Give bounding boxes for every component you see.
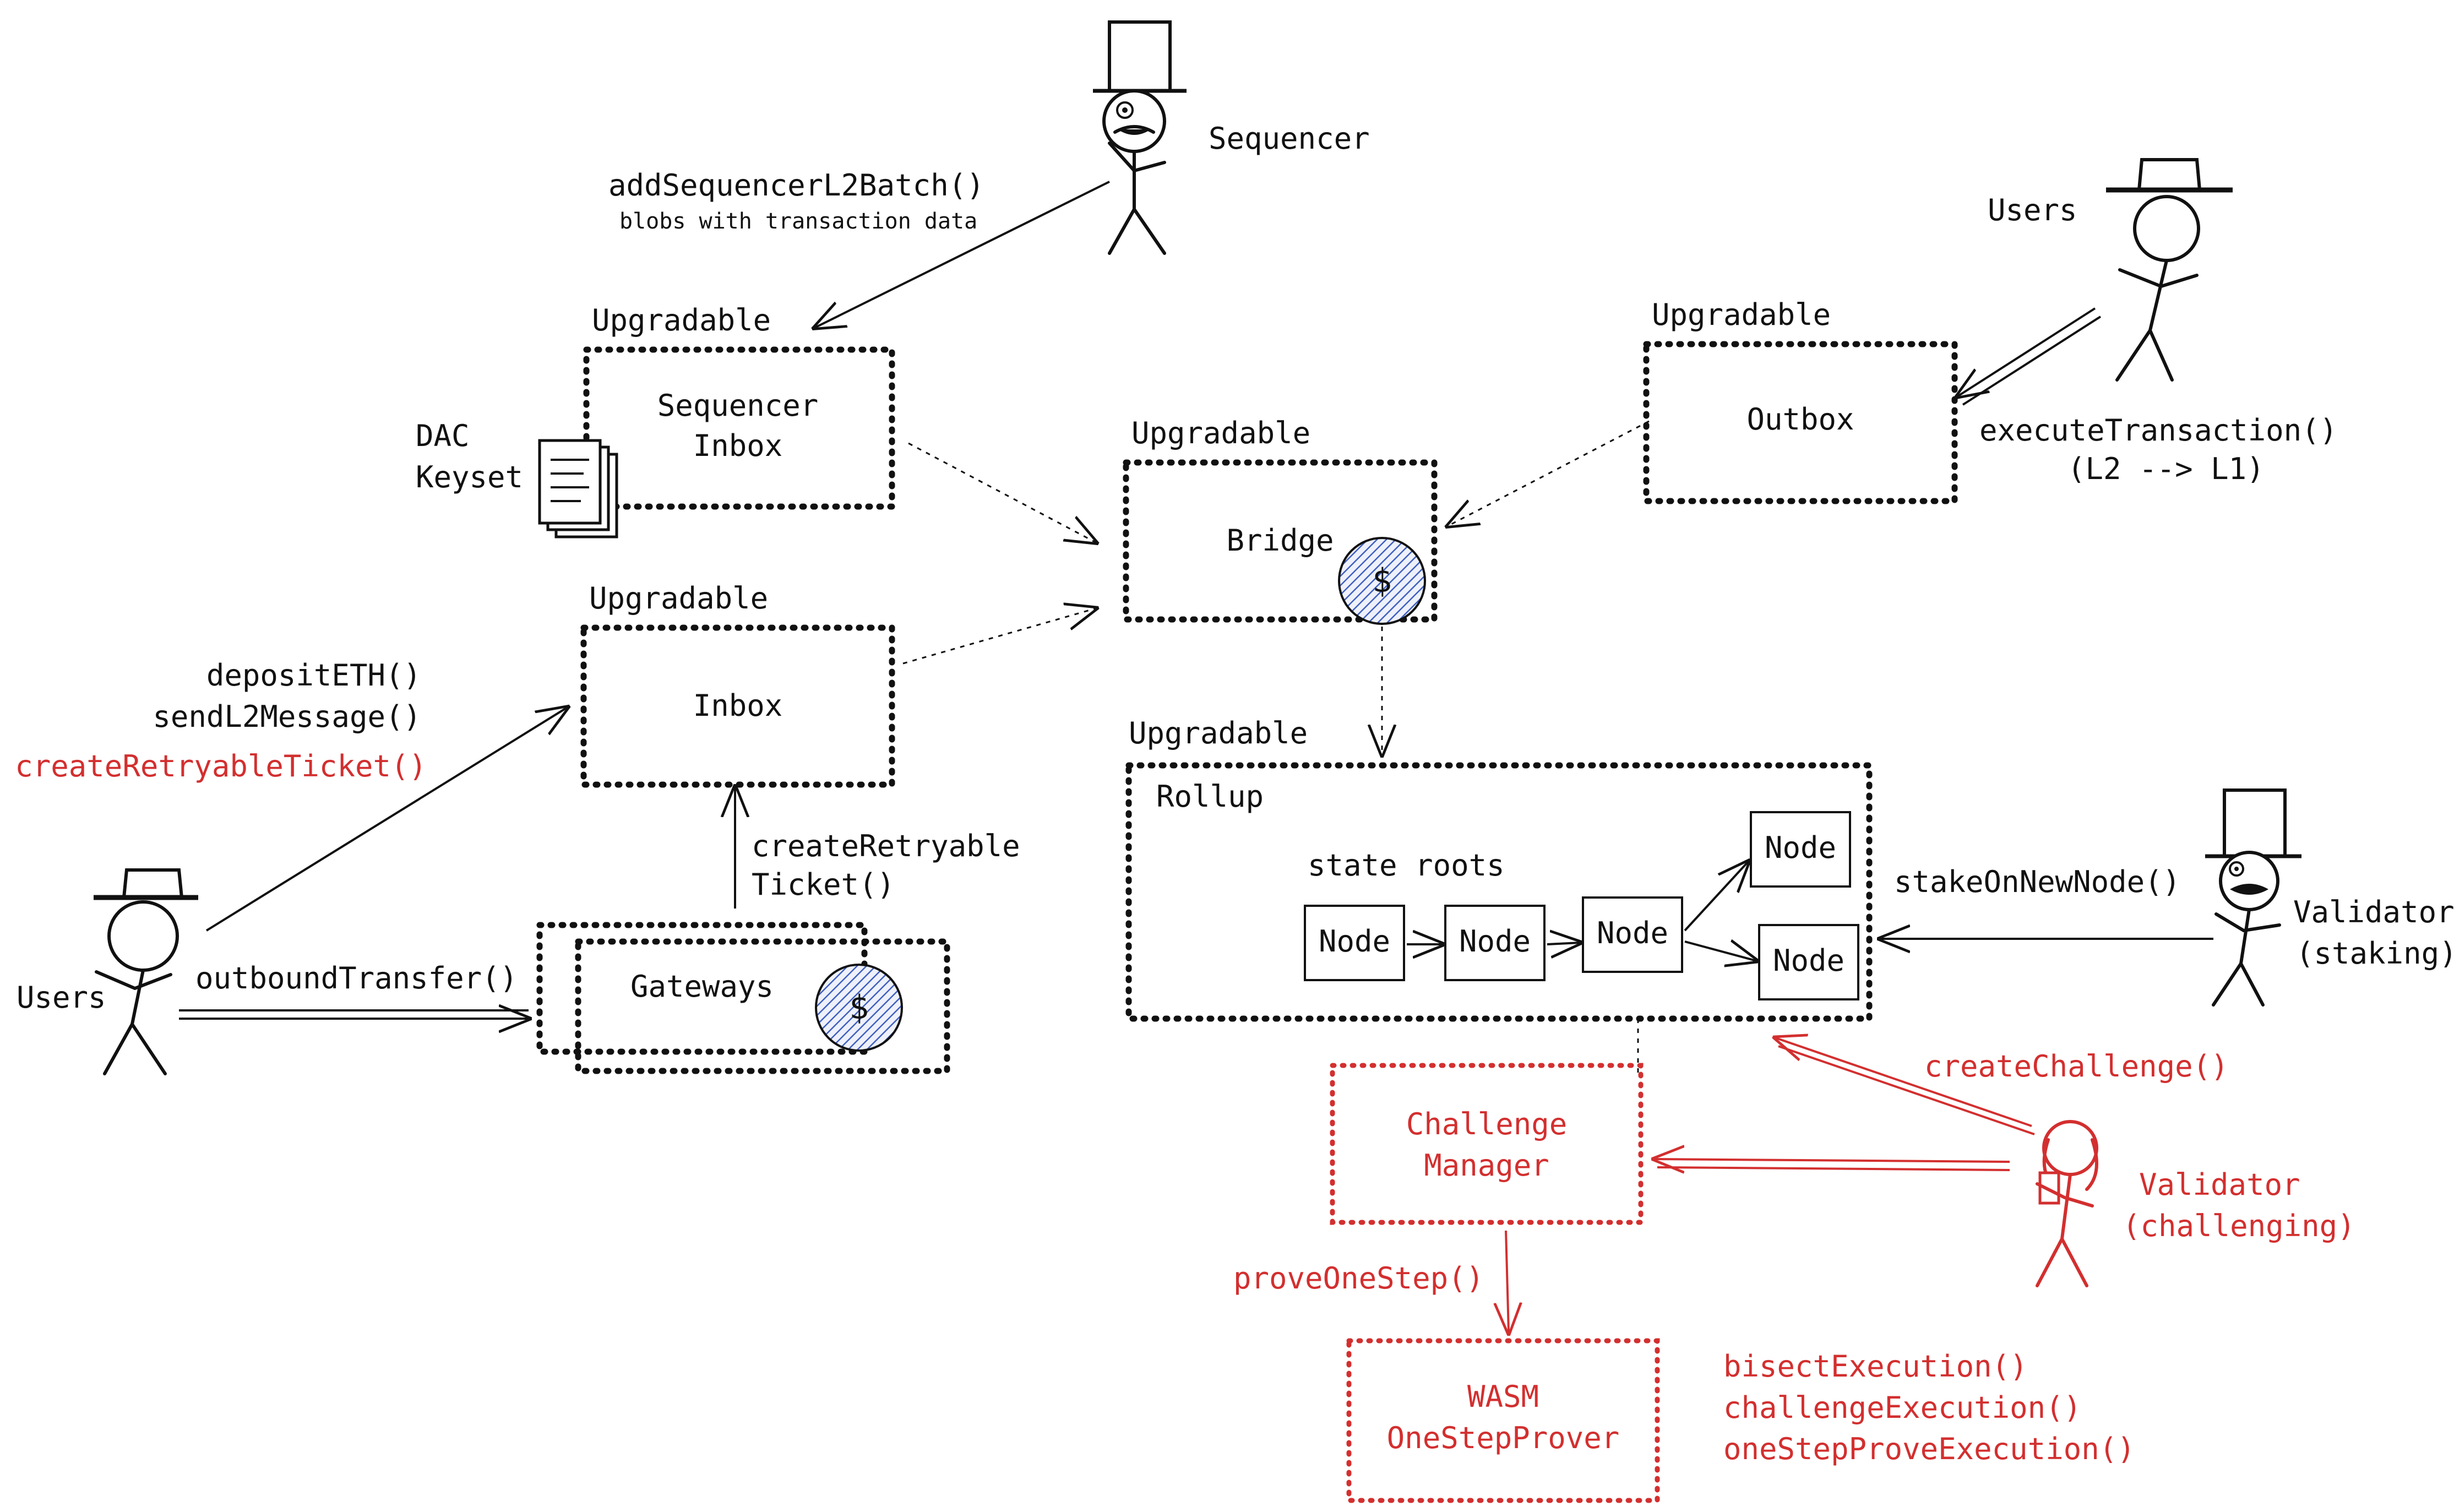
inbox-title: Inbox xyxy=(693,688,783,723)
dac-label: DAC xyxy=(416,418,470,453)
sequencer-figure: Sequencer xyxy=(1093,20,1370,255)
deposit-arrow xyxy=(205,708,567,932)
users-top-figure: Users xyxy=(1988,158,2233,382)
bridge-title: Bridge xyxy=(1226,523,1334,558)
upgradable-tag: Upgradable xyxy=(1131,416,1310,450)
add-batch-note: blobs with transaction data xyxy=(619,209,977,234)
outbox-box: Upgradable Outbox xyxy=(1643,297,1958,504)
stake-label: stakeOnNewNode() xyxy=(1894,864,2180,899)
create-retryable-gw-label-line2: Ticket() xyxy=(752,867,895,902)
validator-challenging-figure: Validator (challenging) xyxy=(2036,1120,2355,1287)
create-retryable-label: createRetryableTicket() xyxy=(15,749,427,784)
bridge-coin-icon: $ xyxy=(1338,537,1426,625)
node-fork-arrow xyxy=(1684,862,1748,932)
coin-symbol: $ xyxy=(849,988,869,1027)
deposit-eth-label: depositETH() xyxy=(206,658,421,693)
challenge-calls-arrow xyxy=(1655,1159,2010,1162)
create-challenge-label: createChallenge() xyxy=(1924,1049,2229,1084)
send-l2-message-label: sendL2Message() xyxy=(153,699,421,734)
users-top-label: Users xyxy=(1988,193,2077,227)
add-batch-arrow xyxy=(815,181,1110,328)
rollup-box: Upgradable Rollup state roots Node Node … xyxy=(1125,716,1873,1022)
upgradable-tag: Upgradable xyxy=(1652,297,1831,332)
upgradable-tag: Upgradable xyxy=(592,303,771,338)
execute-tx-label: executeTransaction() xyxy=(1979,413,2337,448)
node-label: Node xyxy=(1597,916,1668,950)
upgradable-tag: Upgradable xyxy=(589,581,768,616)
rollup-node: Node xyxy=(1750,811,1851,888)
sequencer-label: Sequencer xyxy=(1209,121,1370,156)
prove-one-step-label: proveOneStep() xyxy=(1233,1261,1484,1296)
outbound-transfer-label: outboundTransfer() xyxy=(195,961,518,996)
wasm-osp-title: WASM xyxy=(1467,1379,1539,1414)
execute-tx-arrow xyxy=(1957,307,2096,396)
sequencer-inbox-title-line2: Inbox xyxy=(693,428,783,463)
execute-tx-arrow-shadow xyxy=(1962,316,2102,406)
one-step-prove-execution-label: oneStepProveExecution() xyxy=(1723,1432,2135,1466)
node-fork-arrow xyxy=(1684,942,1756,961)
node-label: Node xyxy=(1459,924,1531,959)
challenge-manager-title: Challenge xyxy=(1406,1107,1568,1141)
validator-challenging-label: Validator xyxy=(2139,1167,2300,1202)
challenge-manager-box: Challenge Manager xyxy=(1330,1063,1644,1225)
sequencer-inbox-title: Sequencer xyxy=(657,388,819,423)
node-link-arrow xyxy=(1547,943,1580,944)
coin-symbol: $ xyxy=(1372,562,1392,600)
state-roots-label: state roots xyxy=(1308,848,1505,883)
sequencer-inbox-box: Upgradable Sequencer Inbox xyxy=(583,303,895,510)
gateways-coin-icon: $ xyxy=(815,964,903,1052)
validator-staking-figure: Validator (staking) xyxy=(2205,788,2454,1007)
rollup-node: Node xyxy=(1758,924,1859,1000)
upgradable-tag: Upgradable xyxy=(1129,716,1308,750)
prove-one-step-arrow xyxy=(1506,1230,1509,1332)
node-label: Node xyxy=(1773,943,1844,978)
add-batch-label: addSequencerL2Batch() xyxy=(608,168,984,203)
gateways-title: Gateways xyxy=(630,969,774,1004)
outbox-title: Outbox xyxy=(1746,402,1854,437)
dac-keyset: DAC Keyset xyxy=(416,418,618,539)
node-label: Node xyxy=(1319,924,1390,959)
wasm-osp-box: WASM OneStepProver xyxy=(1346,1338,1660,1503)
gateways-box: Gateways $ xyxy=(536,922,950,1074)
inbox-box: Upgradable Inbox xyxy=(580,581,895,788)
create-challenge-arrow xyxy=(1776,1038,2032,1127)
bisect-execution-label: bisectExecution() xyxy=(1723,1349,2028,1384)
wasm-osp-title-line2: OneStepProver xyxy=(1387,1421,1620,1455)
validator-staking-label: Validator xyxy=(2293,895,2454,929)
execute-tx-direction: (L2 --> L1) xyxy=(2067,452,2265,486)
keyset-label: Keyset xyxy=(416,460,523,494)
outbox-to-bridge-arrow xyxy=(1448,420,1650,526)
users-left-label: Users xyxy=(17,980,106,1015)
challenge-calls-arrow-shadow xyxy=(1657,1166,2010,1171)
users-left-figure: Users xyxy=(17,868,198,1075)
rollup-node: Node xyxy=(1582,896,1683,973)
inbox-to-bridge-arrow xyxy=(902,608,1096,665)
challenge-execution-label: challengeExecution() xyxy=(1723,1390,2081,1425)
validator-staking-sublabel: (staking) xyxy=(2296,936,2454,971)
challenge-manager-title-line2: Manager xyxy=(1424,1148,1549,1183)
bridge-box: Upgradable Bridge $ xyxy=(1123,416,1438,625)
rollup-node: Node xyxy=(1444,905,1546,981)
rollup-title: Rollup xyxy=(1156,779,1264,814)
document-stack-icon xyxy=(538,439,618,539)
create-challenge-arrow-shadow xyxy=(1778,1045,2035,1135)
rollup-node: Node xyxy=(1304,905,1405,981)
create-retryable-gw-label: createRetryable xyxy=(752,829,1020,863)
seqinbox-to-bridge-arrow xyxy=(908,442,1096,542)
node-label: Node xyxy=(1765,830,1836,865)
validator-challenging-sublabel: (challenging) xyxy=(2123,1209,2355,1243)
